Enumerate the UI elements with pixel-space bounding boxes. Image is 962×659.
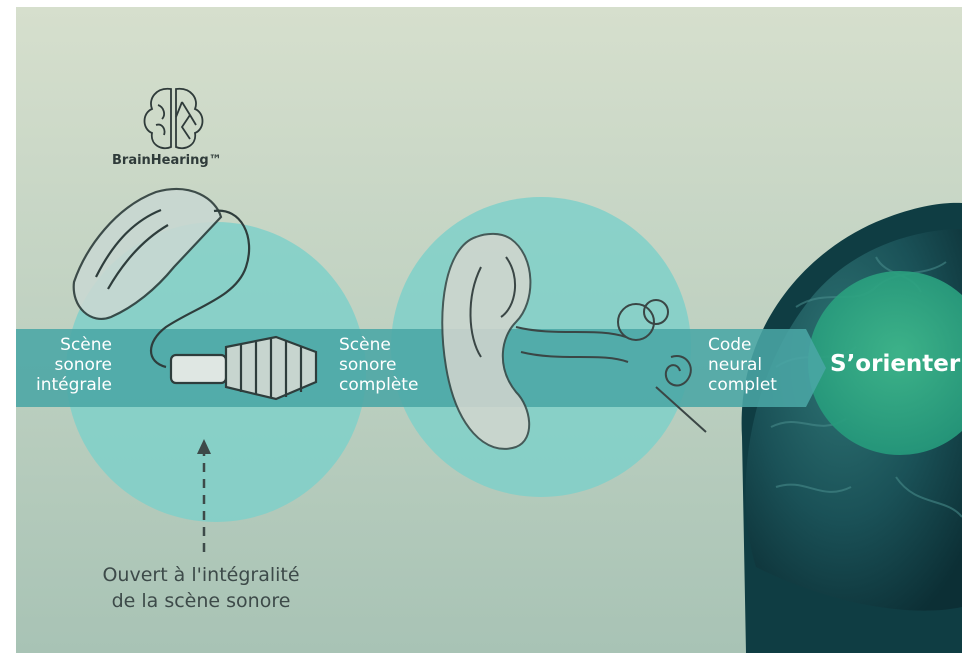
stage-2-line-2: sonore — [339, 355, 418, 375]
stage-2-line-1: Scène — [339, 335, 418, 355]
diagram-canvas: BrainHearing™ Scène sonore intégrale Scè… — [16, 7, 962, 653]
stage-3-line-3: complet — [708, 375, 777, 395]
stage-1-line-1: Scène — [28, 335, 112, 355]
stage-1-line-2: sonore — [28, 355, 112, 375]
signal-band — [16, 329, 826, 407]
stage-label-1: Scène sonore intégrale — [28, 335, 112, 395]
final-label: S’orienter — [830, 351, 960, 377]
stage-3-line-1: Code — [708, 335, 777, 355]
stage-1-line-3: intégrale — [28, 375, 112, 395]
diagram-background — [16, 7, 962, 653]
stage-2-line-3: complète — [339, 375, 418, 395]
caption-line-2: de la scène sonore — [61, 588, 341, 614]
stage-3-line-2: neural — [708, 355, 777, 375]
caption: Ouvert à l'intégralité de la scène sonor… — [61, 562, 341, 614]
caption-line-1: Ouvert à l'intégralité — [61, 562, 341, 588]
brand-name: BrainHearing™ — [112, 153, 222, 168]
stage-label-2: Scène sonore complète — [339, 335, 418, 395]
stage-label-3: Code neural complet — [708, 335, 777, 395]
